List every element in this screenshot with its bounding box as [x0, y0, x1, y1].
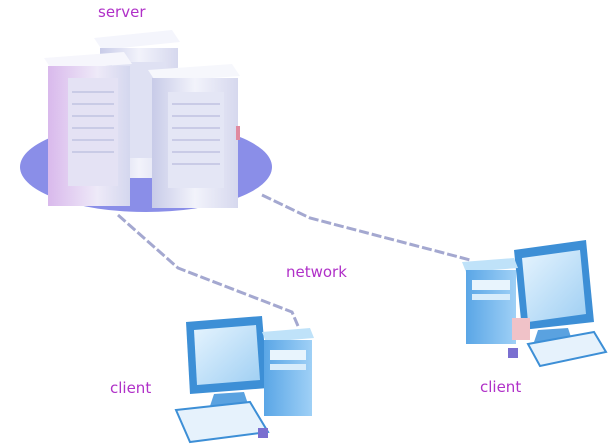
network-label: network	[286, 263, 347, 281]
server-tower-right	[148, 64, 240, 208]
keyboard-right	[508, 330, 608, 368]
client-computer-left	[174, 316, 314, 444]
monitor-left	[186, 316, 268, 406]
server-label: server	[98, 3, 146, 21]
cable-server-to-left-client	[117, 213, 300, 327]
server-tower-left	[44, 52, 132, 206]
server-cluster	[20, 30, 272, 212]
client-label-right: client	[480, 378, 522, 396]
pc-case-right	[462, 258, 530, 344]
cable-server-to-right-client	[261, 193, 471, 262]
client-computer-right	[462, 240, 608, 368]
pc-case-left	[262, 328, 314, 416]
monitor-right	[514, 240, 594, 342]
keyboard-left	[174, 400, 270, 444]
client-label-left: client	[110, 379, 152, 397]
network-cables	[117, 193, 471, 327]
